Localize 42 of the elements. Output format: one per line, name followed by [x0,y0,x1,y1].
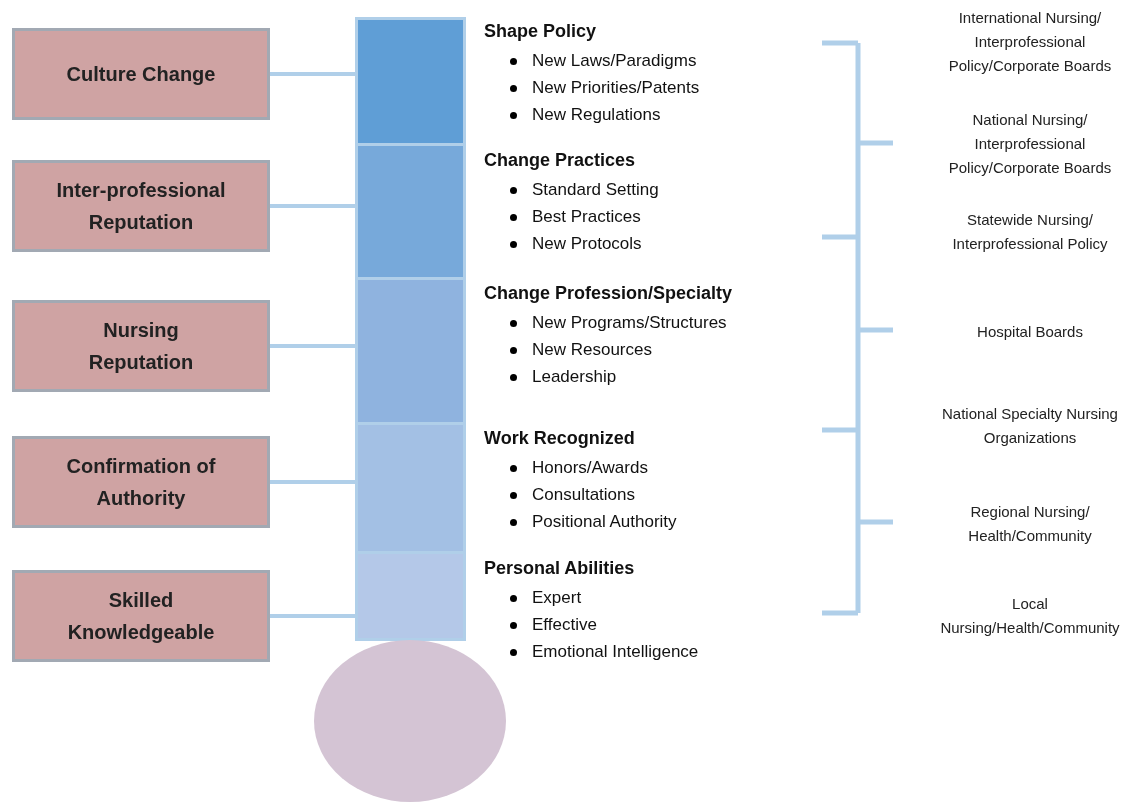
bullet-text: Expert [532,588,582,608]
label-box [12,436,270,528]
section-heading: Change Practices [484,150,636,171]
connector-line [270,204,355,208]
box-label: Culture Change [66,62,216,87]
bullet-text: New Regulations [532,105,661,125]
connector-line [270,614,355,618]
bullet-text: Effective [532,615,597,635]
box-label: Inter-professional Reputation [55,178,227,235]
connector-line [270,344,355,348]
level-label: Local Nursing/Health/Community [939,594,1121,638]
bullet-text: Honors/Awards [532,458,648,478]
bullet-text: Emotional Intelligence [532,642,699,662]
box-label: Confirmation of Authority [65,454,217,511]
box-label: Nursing Reputation [87,318,195,375]
label-box [12,160,270,252]
bullet-text: New Resources [532,340,652,360]
connector-line [270,72,355,76]
box-label: Skilled Knowledgeable [66,588,216,645]
level-label: National Specialty Nursing Organizations [941,404,1119,448]
bullet-text: Best Practices [532,207,641,227]
level-label: Hospital Boards [976,322,1084,342]
bullet-text: New Laws/Paradigms [532,51,697,71]
bullet-text: Leadership [532,367,617,387]
bullet-text: Consultations [532,485,635,505]
label-box [12,570,270,662]
level-label: Regional Nursing/ Health/Community [967,502,1093,546]
level-label: International Nursing/ Interprofessional Policy/Corporate Boards [947,8,1113,76]
label-box [12,28,270,120]
bullet-text: New Programs/Structures [532,313,727,333]
level-label: National Nursing/ Interprofessional Policy/Corporate Boards [947,110,1113,178]
bullet-text: New Protocols [532,234,642,254]
level-label: Statewide Nursing/ Interprofessional Policy [951,210,1109,254]
bullet-text: New Priorities/Patents [532,78,700,98]
section-heading: Personal Abilities [484,558,635,579]
section-heading: Change Profession/Specialty [484,283,733,304]
bullet-text: Positional Authority [532,512,677,532]
section-heading: Work Recognized [484,428,635,449]
label-box [12,300,270,392]
bullet-text: Standard Setting [532,180,659,200]
section-heading: Shape Policy [484,21,597,42]
connector-line [270,480,355,484]
